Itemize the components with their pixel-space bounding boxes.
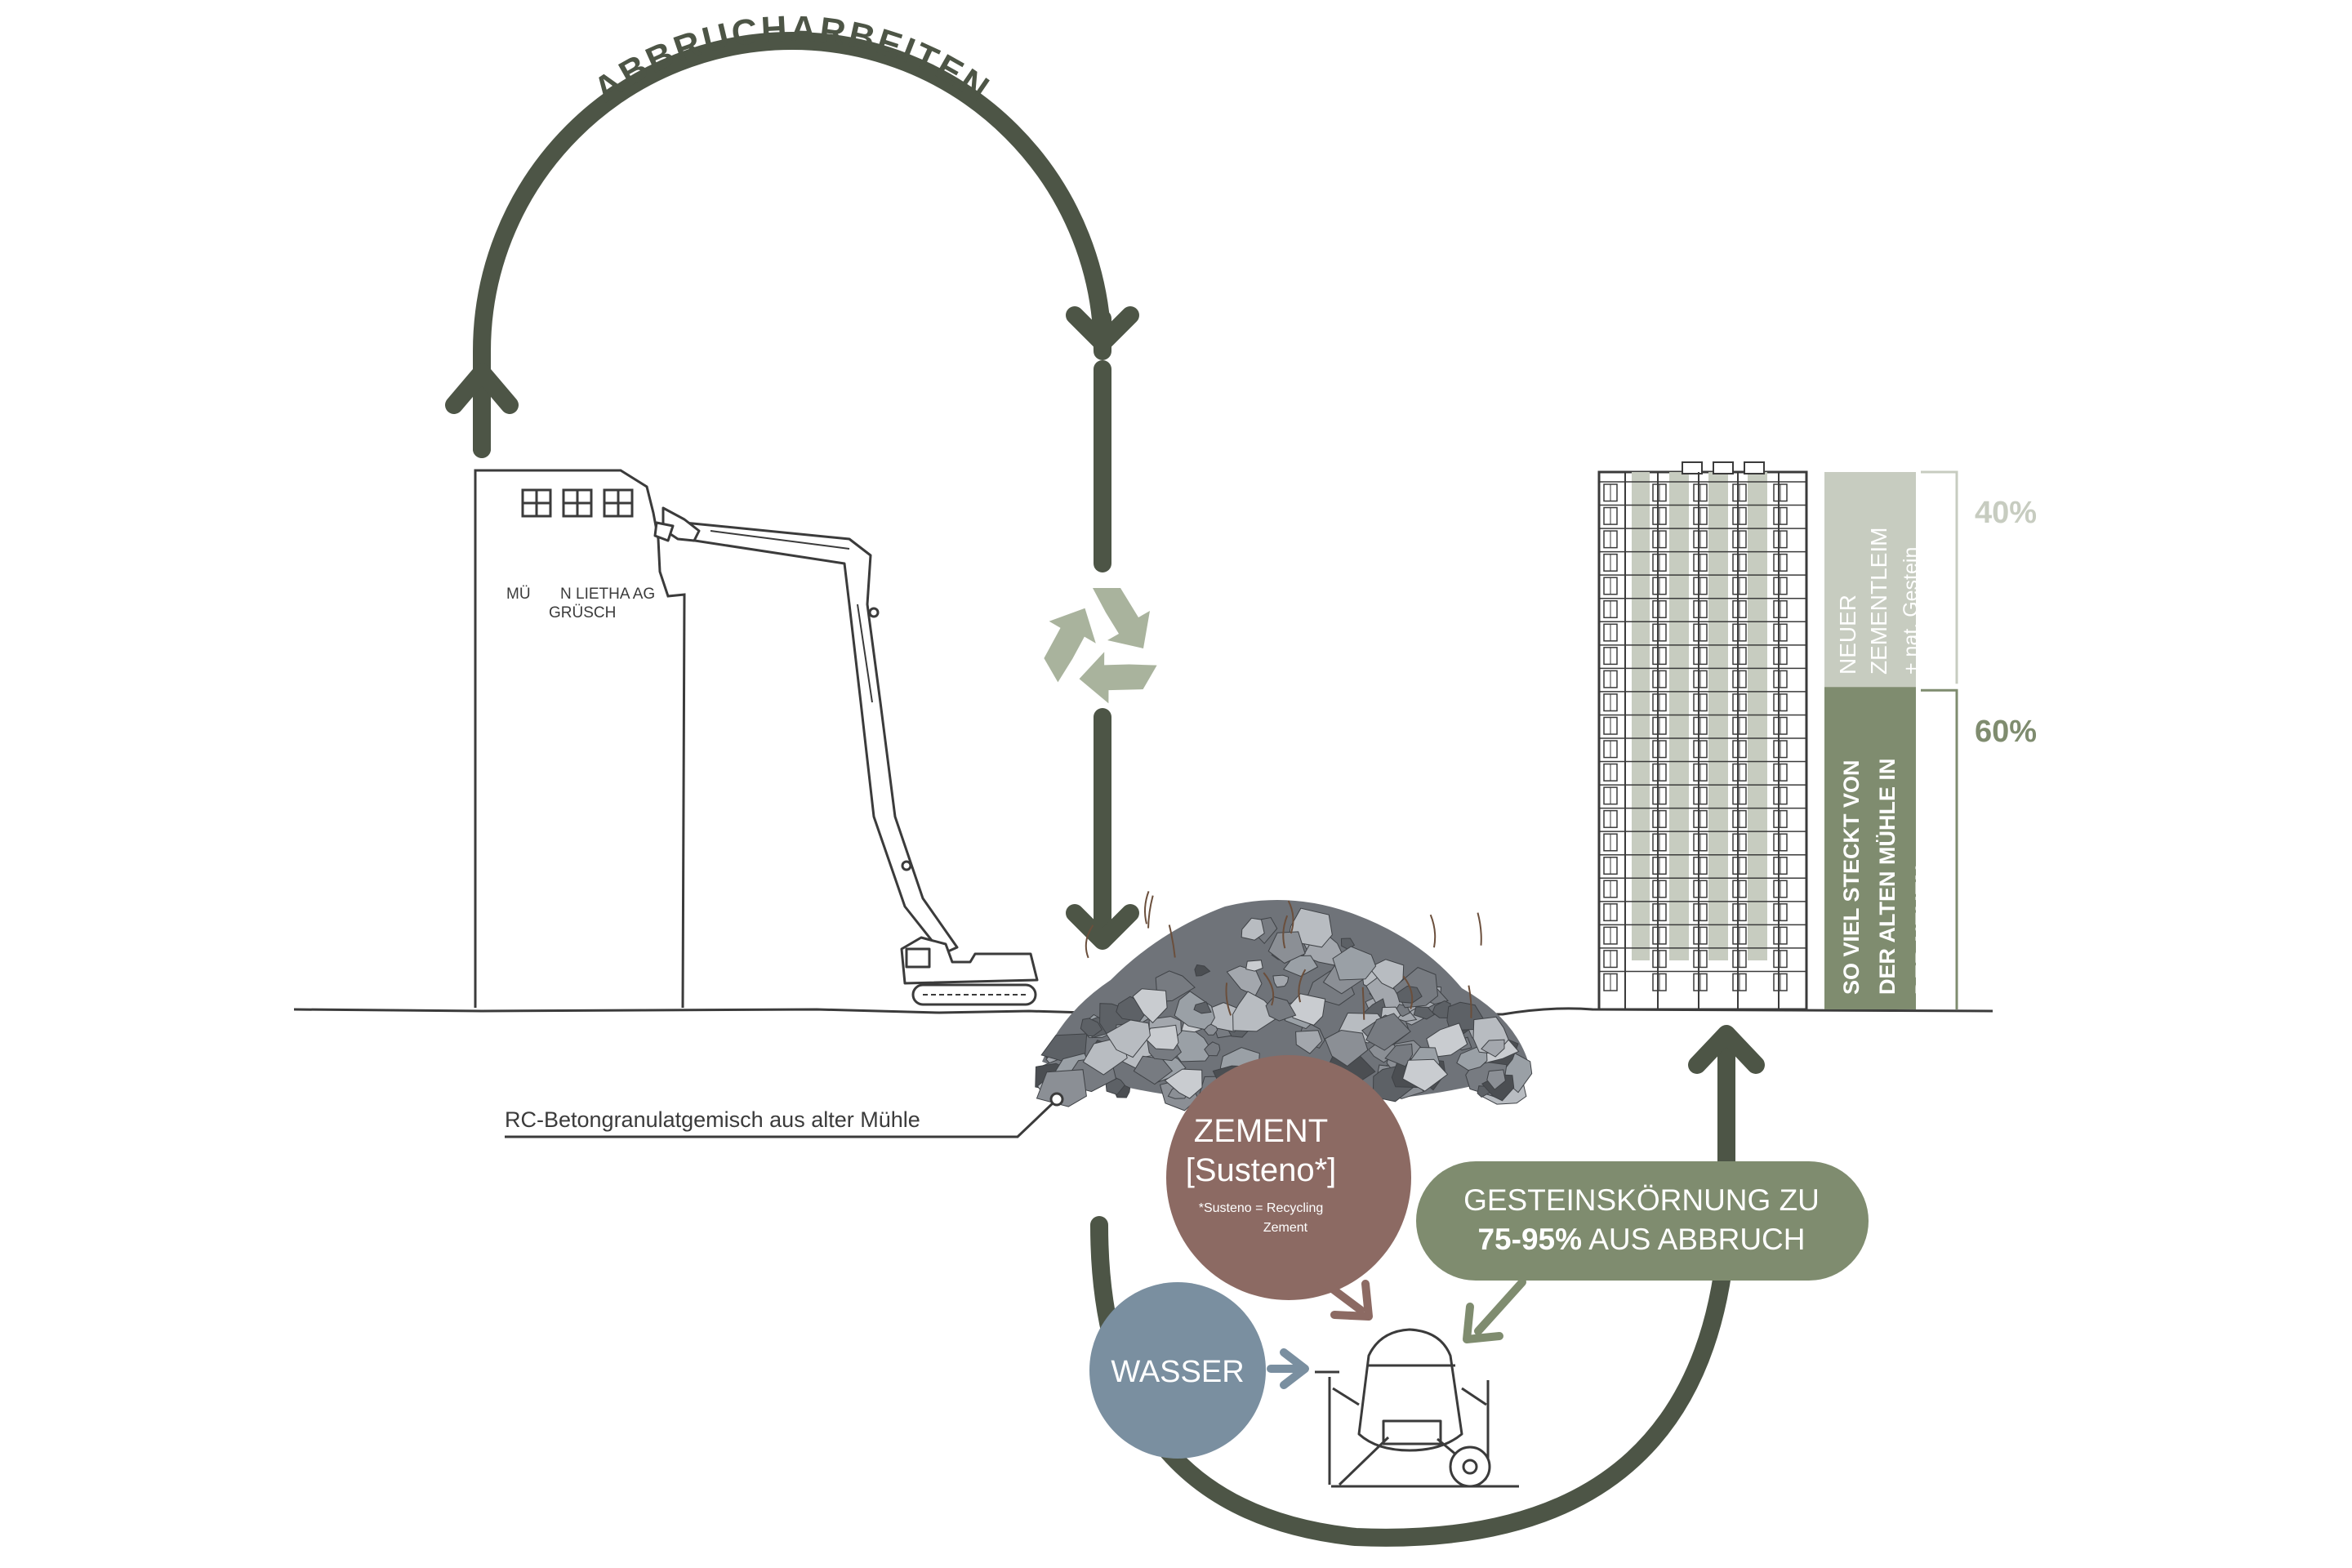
rubble-stone [1332,946,1377,981]
rubble-stone [1272,974,1290,988]
rubble-rebar [1147,895,1154,929]
rubble-stone [1036,1069,1087,1107]
tower-green-strip [1632,472,1650,960]
rubble-rebar [1225,982,1232,1016]
lower-label-line3: DER NEUEN [1911,865,1936,995]
down-arrow-rubble [1066,360,1139,950]
tower-roof-block [1744,461,1765,474]
rubble-stone [1232,991,1281,1032]
tower-roof-block [1713,461,1734,474]
rubble-stone [1194,964,1211,977]
zement-subtitle: [Susteno*] [1186,1152,1337,1188]
zement-bubble [1166,1055,1411,1321]
upper-label-line2: ZEMENTLEIM [1866,528,1891,675]
rubble-stone [1413,1006,1436,1020]
rubble-stone [1267,931,1306,964]
rubble-stone [1486,1069,1506,1090]
concrete-mixer-icon [1315,1328,1519,1488]
tower-green-strip [1669,472,1689,960]
rubble-stone [1481,1039,1505,1058]
rubble-stone [1295,1030,1323,1054]
rubble-callout-text: RC-Betongranulatgemisch aus alter Mühle [505,1107,920,1132]
lower-label-line1: SO VIEL STECKT VON [1839,760,1864,995]
rubble-rebar [1477,912,1482,946]
composition-upper-block [1824,472,1916,688]
upper-label: NEUER ZEMENTLEIM + nat. Gestein [1835,528,1922,675]
tower-green-strip [1748,472,1767,960]
wasser-bubble [1089,1282,1309,1459]
mill-windows [521,488,634,518]
lower-label: SO VIEL STECKT VON DER ALTEN MÜHLE IN DE… [1839,759,1936,996]
wasser-title: WASSER [1111,1355,1244,1389]
rubble-stone [1204,1041,1221,1057]
rubble-pile [1035,891,1533,1111]
rubble-rebar [1298,969,1307,1003]
aggregate-line2: 75-95% AUS ABBRUCH [1477,1223,1805,1256]
excavator [653,506,1039,1006]
rubble-stone [1241,917,1265,941]
rubble-rebar [1263,972,1275,1006]
rubble-stone [1133,1055,1174,1085]
upper-label-line3: + nat. Gestein [1900,547,1922,675]
zement-title: ZEMENT [1194,1113,1328,1149]
new-building [1597,461,1808,1011]
rubble-stone [1384,1043,1414,1067]
arc-label: ABBRUCHARBEITEN [586,9,997,110]
aggregate-line2-bold: 75-95% [1477,1223,1582,1256]
rubble-rebar [1402,975,1414,1009]
rubble-stone [1080,1018,1102,1037]
ground-line [293,1007,1993,1016]
composition-lower-block [1824,687,1916,1009]
rubble-stone [1105,1019,1151,1058]
lower-percent: 60% [1975,715,2037,749]
old-mill-building [474,469,686,1009]
rubble-rebar [1282,915,1289,949]
upper-percent: 40% [1975,496,2037,530]
zement-footnote-1: *Susteno = Recycling [1199,1201,1324,1215]
mill-sign-line1-right: N LIETHA AG [560,586,655,603]
mill-sign-line1-left: MÜ [506,586,531,603]
lower-label-line2: DER ALTEN MÜHLE IN [1875,759,1900,996]
upper-label-line1: NEUER [1835,595,1860,675]
aggregate-pill [1416,1161,1869,1343]
rubble-stone [1265,996,1297,1022]
zement-footnote-2: Zement [1263,1221,1308,1235]
rubble-stone [1245,960,1263,972]
aggregate-line2-rest: AUS ABBRUCH [1582,1223,1805,1256]
upper-bracket [1921,470,1958,684]
demolition-arc [445,32,1139,458]
recycle-icon [1044,588,1157,704]
tower-roof-block [1682,461,1703,474]
rubble-stone [1324,1029,1369,1067]
rubble-rebar [1468,985,1472,1018]
rubble-stone [1402,1058,1449,1092]
rubble-rebar [1144,891,1150,924]
aggregate-line1: GESTEINSKÖRNUNG ZU [1463,1183,1820,1217]
rubble-callout-line [505,1092,1064,1138]
rubble-stone [1203,1023,1218,1036]
rubble-stone [1426,1022,1468,1058]
composition-bar [1824,470,1958,1009]
rubble-stone [1132,988,1168,1024]
rubble-rebar [1287,900,1294,934]
mill-sign-line2: GRÜSCH [549,604,616,621]
rubble-rebar [1361,987,1365,1020]
rubble-stone [1365,1013,1411,1051]
rubble-stone [1193,1001,1212,1014]
rubble-stone [1164,1068,1203,1099]
tower-green-strip [1708,472,1728,960]
rubble-rebar [1429,914,1437,948]
rubble-rebar [1168,924,1176,958]
lower-bracket [1921,688,1958,1009]
rubble-rebar [1085,924,1094,959]
